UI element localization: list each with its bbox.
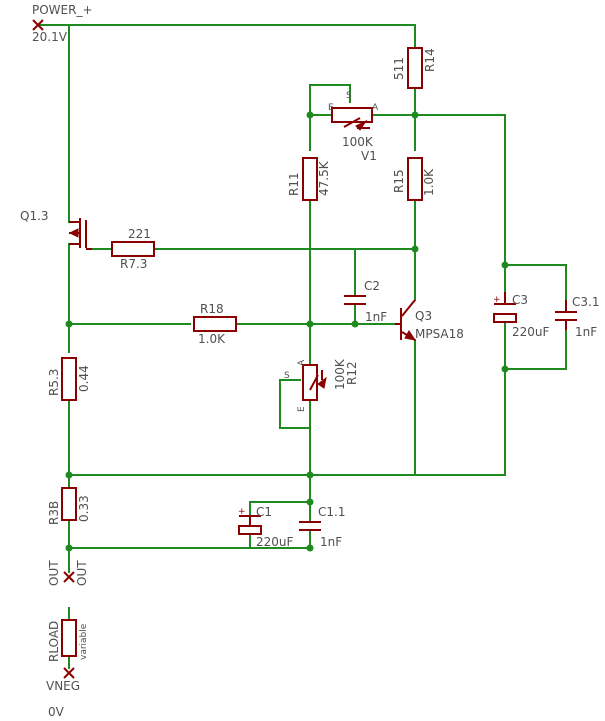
r18-value: 1.0K xyxy=(198,332,226,346)
r3b-value: 0.33 xyxy=(77,495,91,522)
r5-3-value: 0.44 xyxy=(77,365,91,392)
c3-name: C3 xyxy=(512,293,528,307)
vneg-terminal: VNEG 0V xyxy=(46,667,80,719)
c3-polarity-plus: + xyxy=(493,295,501,305)
transistor-q3: Q3 MPSA18 xyxy=(395,299,464,341)
r12-pin-s: S xyxy=(284,371,290,381)
junction-dot xyxy=(306,498,314,506)
c2-value: 1nF xyxy=(365,310,387,324)
resistor-r11: R11 47.5K xyxy=(287,157,331,201)
r7-3-value: 221 xyxy=(128,227,151,241)
junction-dot xyxy=(501,365,509,373)
r18-name: R18 xyxy=(200,302,224,316)
trimmer-v1: E S A 100K V1 xyxy=(328,91,379,163)
junction-dot xyxy=(306,471,314,479)
r14-value: 511 xyxy=(392,57,406,80)
junction-dot xyxy=(411,245,419,253)
r12-value: 100K xyxy=(333,358,347,390)
r11-name: R11 xyxy=(287,172,301,196)
junction-dot xyxy=(65,544,73,552)
vneg-value: 0V xyxy=(48,705,65,719)
junctions xyxy=(65,111,509,552)
v1-pin-e: E xyxy=(328,103,334,113)
power-supply-value: 20.1V xyxy=(32,30,68,44)
v1-pin-a: A xyxy=(372,103,379,113)
c1-name: C1 xyxy=(256,505,272,519)
resistor-r18: R18 1.0K xyxy=(193,302,237,346)
resistor-r7-3: 221 R7.3 xyxy=(111,227,155,271)
capacitor-c3: + C3 220uF xyxy=(493,292,550,339)
power-supply-terminal: POWER_+ 20.1V xyxy=(32,3,93,44)
power-supply-name: POWER_+ xyxy=(32,3,93,17)
resistor-r5-3: R5.3 0.44 xyxy=(47,357,91,401)
c3-value: 220uF xyxy=(512,325,550,339)
rload-name: RLOAD xyxy=(47,621,61,662)
r3b-name: R3B xyxy=(47,501,61,525)
r12-pin-a: A xyxy=(297,359,307,366)
trimmer-r12: S A E 100K R12 xyxy=(284,358,359,412)
c3-1-value: 1nF xyxy=(575,325,597,339)
resistor-rload: RLOAD variable xyxy=(47,619,89,662)
capacitor-c2: C2 1nF xyxy=(344,279,387,324)
q1-3-name: Q1.3 xyxy=(20,209,49,223)
mosfet-q1-3: Q1.3 xyxy=(20,209,92,250)
resistor-r15: R15 1.0K xyxy=(392,157,436,201)
out-label-right: OUT xyxy=(75,560,89,586)
r14-name: R14 xyxy=(423,48,437,72)
q3-name: Q3 xyxy=(415,309,432,323)
junction-dot xyxy=(306,320,314,328)
v1-value: 100K xyxy=(342,135,374,149)
out-terminal: OUT OUT xyxy=(47,560,89,586)
out-label-left: OUT xyxy=(47,560,61,586)
c3-1-name: C3.1 xyxy=(572,295,599,309)
junction-dot xyxy=(501,261,509,269)
c1-1-value: 1nF xyxy=(320,535,342,549)
r5-3-name: R5.3 xyxy=(47,369,61,396)
resistor-r14: 511 R14 xyxy=(392,47,437,89)
junction-dot xyxy=(411,111,419,119)
v1-pin-s: S xyxy=(346,91,352,101)
r11-value: 47.5K xyxy=(317,160,331,196)
c1-1-name: C1.1 xyxy=(318,505,345,519)
resistor-r3b: R3B 0.33 xyxy=(47,487,91,525)
junction-dot xyxy=(65,320,73,328)
wires xyxy=(37,24,567,669)
capacitor-c1-1: C1.1 1nF xyxy=(299,505,345,549)
c1-polarity-plus: + xyxy=(238,507,246,517)
q3-value: MPSA18 xyxy=(415,327,464,341)
r12-pin-e: E xyxy=(297,406,307,412)
r15-name: R15 xyxy=(392,169,406,193)
c1-value: 220uF xyxy=(256,535,294,549)
v1-name: V1 xyxy=(361,149,377,163)
capacitor-c1: + C1 220uF xyxy=(238,505,294,549)
r15-value: 1.0K xyxy=(422,168,436,196)
junction-dot xyxy=(65,471,73,479)
capacitor-c3-1: C3.1 1nF xyxy=(555,295,599,339)
r12-name: R12 xyxy=(345,361,359,385)
junction-dot xyxy=(306,544,314,552)
c2-name: C2 xyxy=(364,279,380,293)
junction-dot xyxy=(351,320,359,328)
vneg-name: VNEG xyxy=(46,679,80,693)
junction-dot xyxy=(306,111,314,119)
r7-3-name: R7.3 xyxy=(120,257,147,271)
rload-value: variable xyxy=(79,623,89,660)
